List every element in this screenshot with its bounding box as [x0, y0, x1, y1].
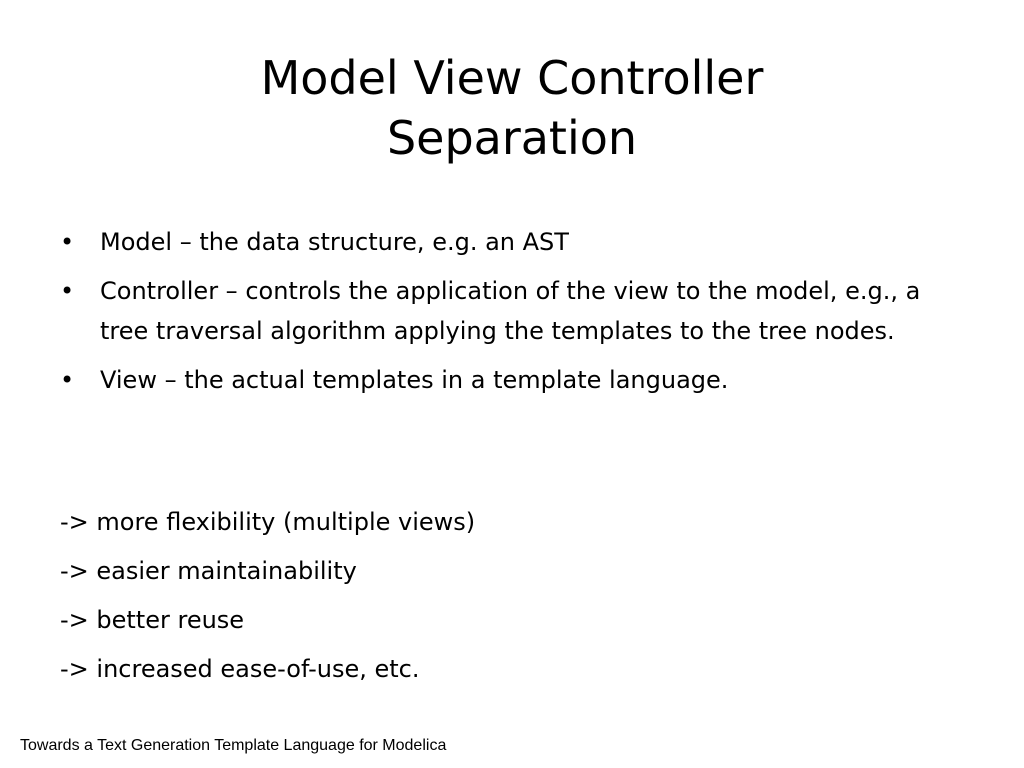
- bullet-item-model: • Model – the data structure, e.g. an AS…: [60, 222, 970, 262]
- slide-title: Model View Controller Separation: [0, 48, 1024, 168]
- slide-footer: Towards a Text Generation Template Langu…: [20, 737, 447, 754]
- bullet-text-view: View – the actual templates in a templat…: [100, 366, 729, 394]
- slide-title-line-1: Model View Controller: [260, 51, 764, 105]
- benefit-maintainability: -> easier maintainability: [60, 557, 357, 585]
- bullet-text-model: Model – the data structure, e.g. an AST: [100, 228, 569, 256]
- benefits-list: -> more flexibility (multiple views) -> …: [60, 502, 970, 698]
- bullet-icon: •: [60, 366, 75, 394]
- bullet-item-view: • View – the actual templates in a templ…: [60, 360, 970, 400]
- benefit-flexibility: -> more flexibility (multiple views): [60, 508, 476, 536]
- benefit-reuse: -> better reuse: [60, 606, 245, 634]
- bullet-icon: •: [60, 277, 75, 305]
- bullet-list: • Model – the data structure, e.g. an AS…: [60, 222, 970, 409]
- slide-title-line-2: Separation: [386, 111, 638, 165]
- bullet-icon: •: [60, 228, 75, 256]
- bullet-item-controller: • Controller – controls the application …: [60, 271, 970, 351]
- benefit-ease-of-use: -> increased ease-of-use, etc.: [60, 655, 420, 683]
- bullet-text-controller: Controller – controls the application of…: [100, 277, 921, 345]
